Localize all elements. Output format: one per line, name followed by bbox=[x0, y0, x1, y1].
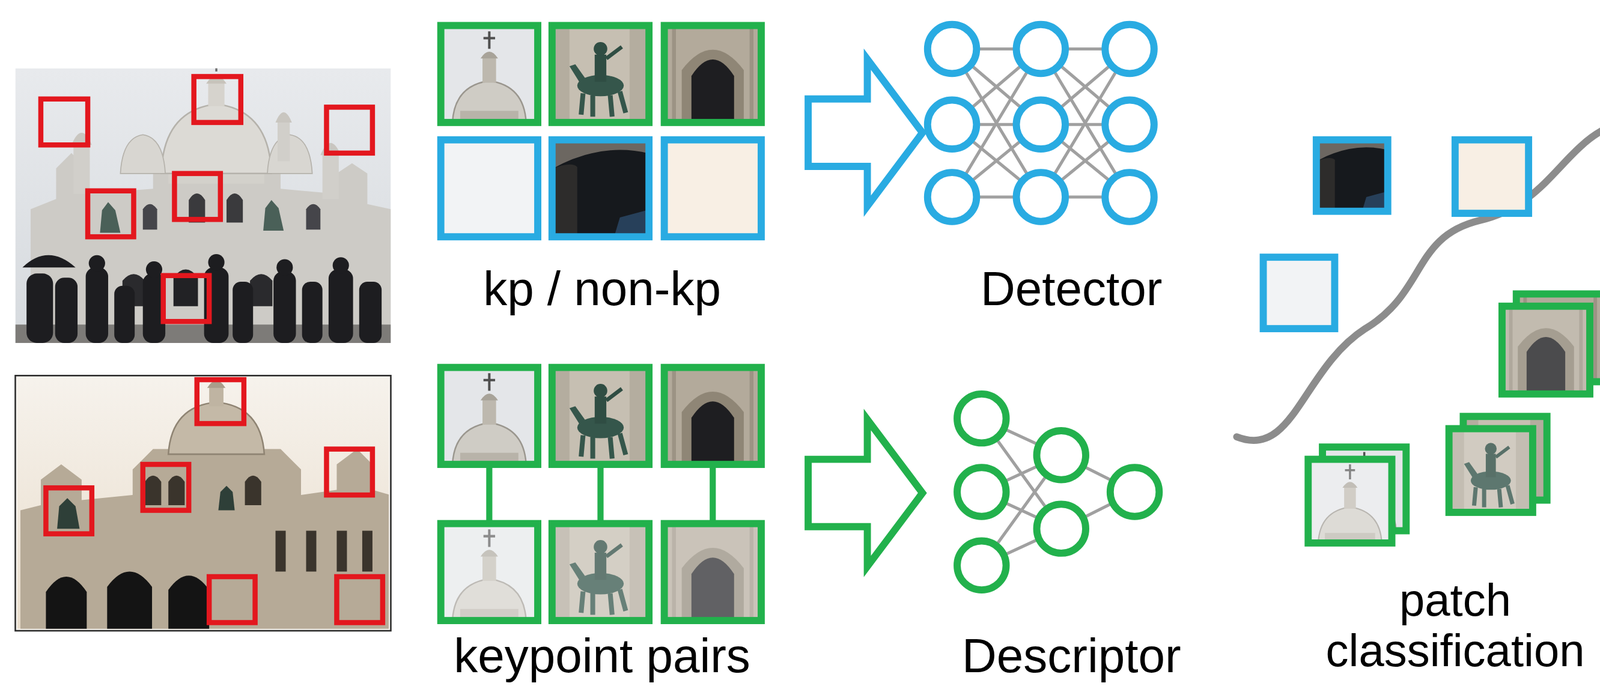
network-label: Descriptor bbox=[961, 629, 1182, 683]
block-arrow bbox=[808, 59, 923, 207]
network-label: Detector bbox=[980, 262, 1162, 316]
panel-label: kp / non-kp bbox=[483, 262, 721, 316]
panel-label: patch classification bbox=[1314, 574, 1597, 676]
red-patch-marker bbox=[40, 76, 373, 322]
classification-plot bbox=[1236, 130, 1600, 543]
photo-bottom bbox=[15, 363, 391, 631]
detector-network bbox=[927, 24, 1155, 222]
descriptor-network bbox=[957, 394, 1159, 591]
decision-boundary bbox=[1236, 130, 1600, 441]
panel-label: keypoint pairs bbox=[453, 629, 751, 683]
photo-top bbox=[15, 57, 391, 344]
red-patch-marker bbox=[45, 379, 383, 623]
patch-grid-descriptor bbox=[441, 367, 762, 621]
block-arrow bbox=[808, 419, 923, 567]
patch-grid-detector bbox=[441, 25, 762, 237]
